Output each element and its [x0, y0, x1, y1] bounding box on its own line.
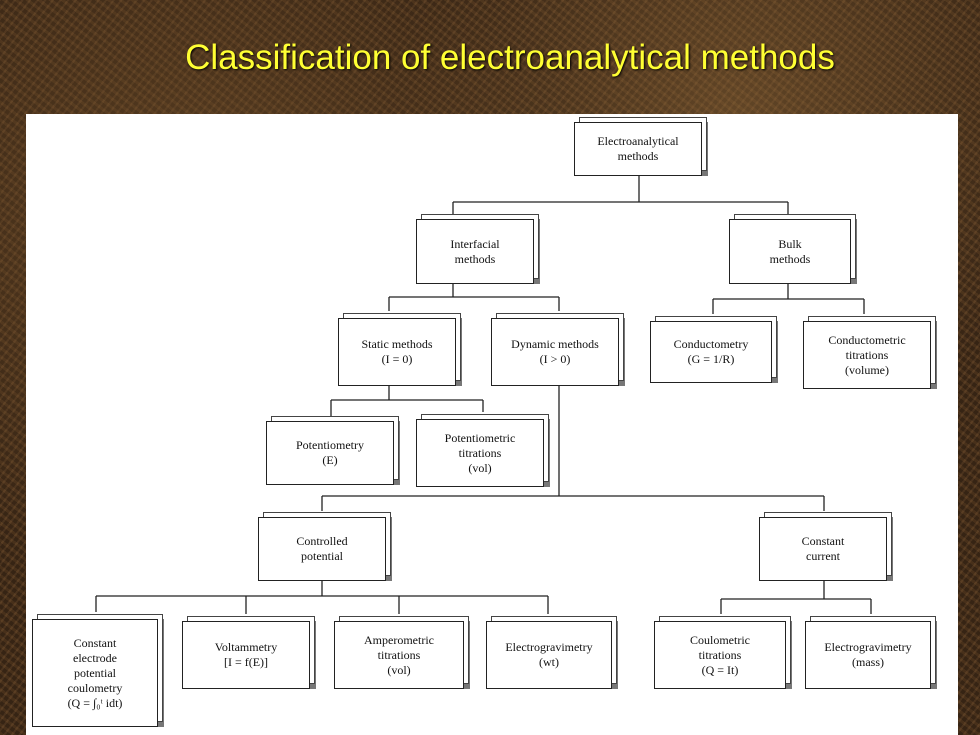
node-text-line: coulometry	[67, 680, 123, 695]
node-text-line: Interfacial	[450, 236, 500, 251]
node-text-line: Electrogravimetry	[824, 640, 912, 654]
node-text-line: methods	[617, 149, 659, 163]
node-dynamic-methods: Dynamic methods(I > 0)	[491, 318, 619, 386]
node-text-line: potential	[301, 549, 343, 563]
node-text-line: (vol)	[468, 460, 492, 475]
node-text-line: methods	[454, 251, 496, 266]
node-text-line: Voltammetry	[214, 640, 278, 654]
node-electrogravimetry-wt: Electrogravimetry(wt)	[486, 621, 612, 689]
node-text-line: Electroanalytical	[597, 134, 679, 148]
node-text-line: Dynamic methods	[511, 337, 599, 351]
node-text-line: titrations	[845, 347, 889, 362]
node-text-line: Static methods	[361, 337, 433, 351]
node-text-line: methods	[769, 251, 811, 266]
node-text-line: Potentiometry	[296, 438, 364, 452]
node-text-line: (Q = ∫₀ᵗ idt)	[67, 695, 123, 710]
node-text-line: electrode	[73, 650, 117, 665]
node-text-line: current	[806, 549, 840, 563]
node-text-line: Conductometric	[828, 332, 906, 347]
node-text-line: titrations	[698, 647, 742, 662]
node-text-line: (E)	[322, 453, 338, 467]
node-text-line: (vol)	[387, 662, 411, 677]
connector-lines	[95, 176, 872, 614]
node-voltammetry: Voltammetry[I = f(E)]	[182, 621, 310, 689]
node-text-line: (Q = It)	[701, 662, 739, 677]
node-text-line: Amperometric	[364, 632, 434, 647]
node-text-line: Constant	[801, 534, 845, 548]
node-text-line: Potentiometric	[444, 430, 516, 445]
node-text-line: Controlled	[296, 534, 348, 548]
node-text-line: potential	[74, 665, 116, 680]
node-text-line: Bulk	[778, 236, 802, 251]
node-text-line: (wt)	[539, 655, 559, 669]
slide-title: Classification of electroanalytical meth…	[185, 38, 835, 77]
node-text-line: (I = 0)	[381, 352, 413, 366]
node-text-line: Electrogravimetry	[505, 640, 593, 654]
node-electrogravimetry-mass: Electrogravimetry(mass)	[805, 621, 931, 689]
node-text-line: [I = f(E)]	[223, 655, 269, 669]
node-text-line: (G = 1/R)	[687, 352, 735, 366]
node-text-line: Coulometric	[690, 632, 750, 647]
node-text-line: Constant	[73, 635, 117, 650]
node-static-methods: Static methods(I = 0)	[338, 318, 456, 386]
node-text-line: (volume)	[845, 362, 889, 377]
node-conductometry: Conductometry(G = 1/R)	[650, 321, 772, 383]
node-text-line: (I > 0)	[539, 352, 571, 366]
node-text-line: (mass)	[852, 655, 884, 669]
node-text-line: titrations	[458, 445, 502, 460]
node-text-line: titrations	[377, 647, 421, 662]
node-text-line: Conductometry	[673, 337, 749, 351]
node-potentiometry: Potentiometry(E)	[266, 421, 394, 485]
